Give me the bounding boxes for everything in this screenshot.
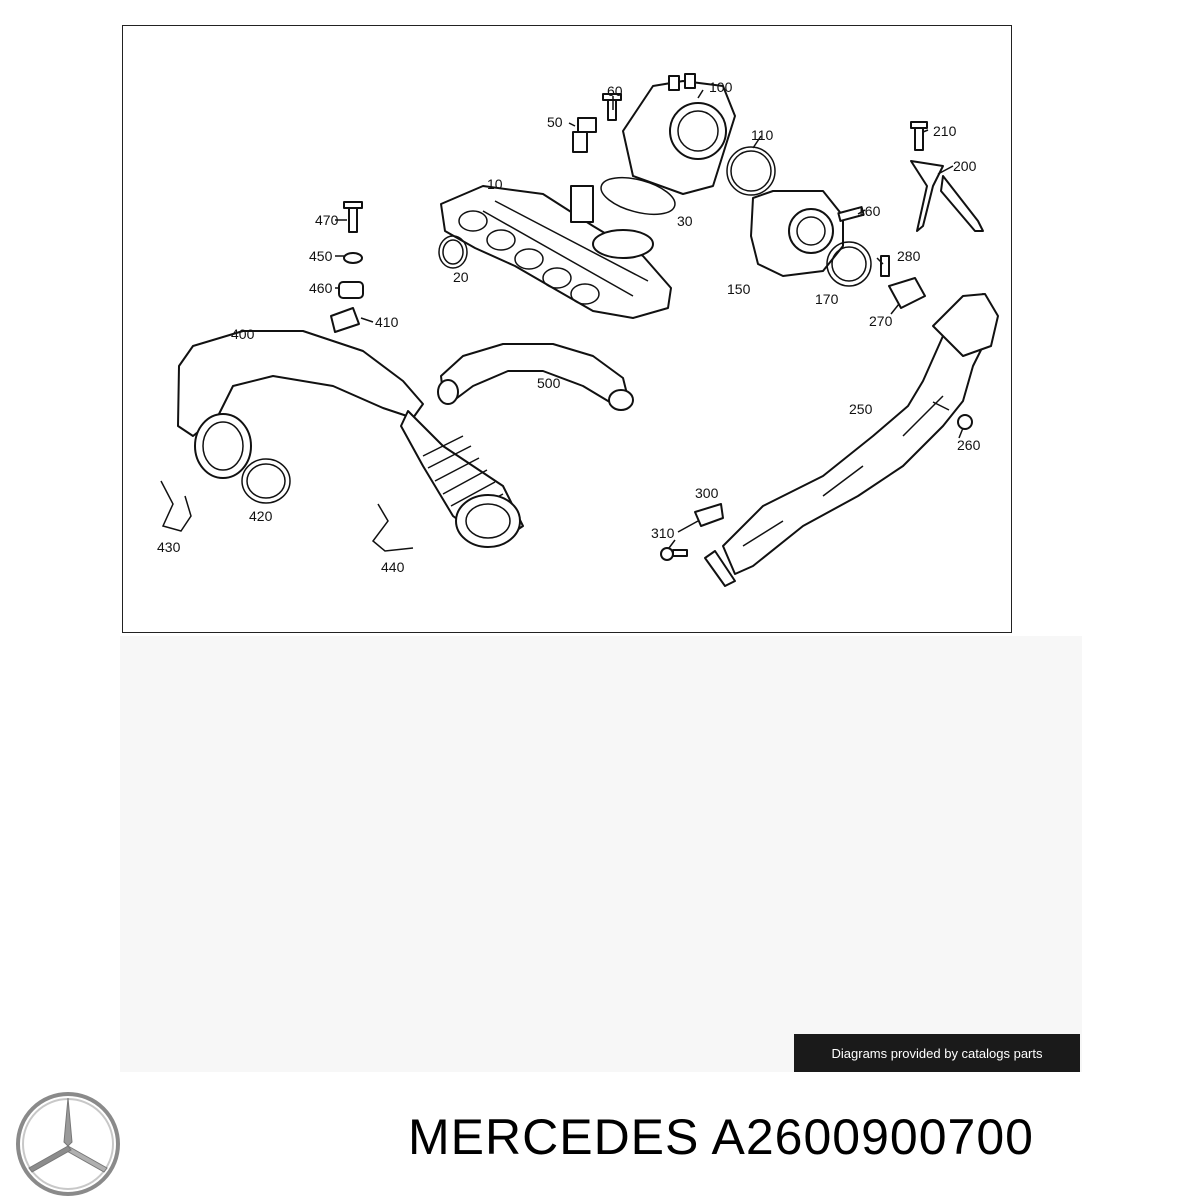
part-470-bolt: [343, 201, 363, 233]
label-160: 160: [857, 203, 881, 219]
part-270-sensor: [888, 277, 926, 309]
parts-diagram-frame: 10 20 30 50 60 100 110 150 160 170 200 2…: [122, 25, 1012, 633]
part-440-clip: [371, 503, 414, 552]
label-440: 440: [381, 559, 405, 575]
part-420-seal: [241, 458, 291, 504]
callout-labels: 10 20 30 50 60 100 110 150 160 170 200 2…: [157, 79, 981, 575]
label-270: 270: [869, 313, 893, 329]
part-200-bracket: [910, 160, 984, 232]
label-30: 30: [677, 213, 693, 229]
mercedes-star-icon: [16, 1092, 120, 1196]
label-100: 100: [709, 79, 733, 95]
part-210-bolt: [910, 121, 928, 151]
part-430-clip: [160, 480, 192, 532]
part-100-housing: [622, 73, 736, 195]
label-420: 420: [249, 508, 273, 524]
part-310-bolt: [660, 547, 688, 561]
label-210: 210: [933, 123, 957, 139]
part-10-intake-manifold: [440, 185, 672, 319]
label-20: 20: [453, 269, 469, 285]
background-panel: [120, 636, 1082, 1072]
part-title: MERCEDES A2600900700: [408, 1108, 1034, 1166]
part-170-o-ring: [826, 241, 872, 287]
label-60: 60: [607, 83, 623, 99]
label-450: 450: [309, 248, 333, 264]
label-300: 300: [695, 485, 719, 501]
part-410-sensor: [330, 307, 360, 333]
label-410: 410: [375, 314, 399, 330]
part-20-gasket: [438, 235, 468, 269]
label-310: 310: [651, 525, 675, 541]
part-300-bracket: [694, 503, 724, 527]
part-500-hose: [437, 343, 634, 411]
part-260-bolt: [957, 414, 973, 430]
part-60-bolt: [602, 93, 622, 121]
label-150: 150: [727, 281, 751, 297]
label-470: 470: [315, 212, 339, 228]
label-250: 250: [849, 401, 873, 417]
part-30-seal: [600, 176, 676, 216]
part-400-air-duct: [177, 330, 424, 479]
label-50: 50: [547, 114, 563, 130]
part-110-o-ring: [726, 146, 776, 196]
brand-name: MERCEDES: [408, 1109, 700, 1165]
label-260: 260: [957, 437, 981, 453]
part-450-washer: [343, 252, 363, 264]
part-280-bolt: [880, 255, 890, 277]
label-500: 500: [537, 375, 561, 391]
label-200: 200: [953, 158, 977, 174]
part-50-sensor: [572, 117, 597, 153]
diagram-credit-banner: Diagrams provided by catalogs parts: [794, 1034, 1080, 1072]
part-250-pipe: [704, 293, 999, 587]
leader-lines: [335, 89, 964, 549]
label-10: 10: [487, 176, 503, 192]
label-460: 460: [309, 280, 333, 296]
label-170: 170: [815, 291, 839, 307]
part-460-grommet: [338, 281, 364, 299]
part-400-bellows: [400, 410, 524, 548]
part-number: A2600900700: [711, 1109, 1034, 1165]
parts-diagram: 10 20 30 50 60 100 110 150 160 170 200 2…: [157, 73, 999, 587]
label-400: 400: [231, 326, 255, 342]
label-110: 110: [751, 127, 774, 143]
label-430: 430: [157, 539, 181, 555]
label-280: 280: [897, 248, 921, 264]
part-150-throttle-body: [750, 190, 844, 277]
